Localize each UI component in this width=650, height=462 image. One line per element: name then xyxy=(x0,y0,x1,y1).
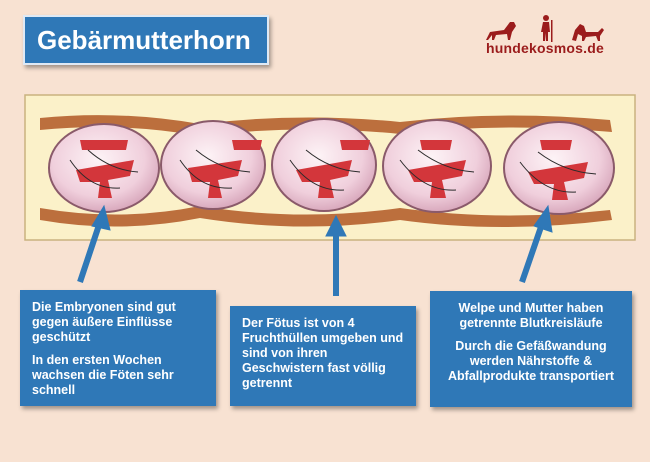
arrow-1 xyxy=(77,204,111,283)
info-text: Der Fötus ist von 4 Fruchthüllen umgeben… xyxy=(242,316,404,390)
uterine-wall-bottom xyxy=(40,206,612,227)
embryo-sac-5 xyxy=(503,121,615,215)
info-text: Welpe und Mutter haben getrennte Blutkre… xyxy=(458,301,604,330)
embryo-sac-2 xyxy=(160,120,266,210)
info-text: In den ersten Wochen wachsen die Föten s… xyxy=(32,353,174,397)
arrow-2 xyxy=(325,214,347,296)
embryo-sac-1 xyxy=(48,123,160,213)
embryo-sac-4 xyxy=(382,119,492,213)
info-text: Durch die Gefäßwandung werden Nährstoffe… xyxy=(448,339,614,383)
logo-text: hundekosmos.de xyxy=(486,40,604,56)
page-title: Gebärmutterhorn xyxy=(23,15,269,65)
info-box-circulation: Welpe und Mutter haben getrennte Blutkre… xyxy=(430,291,632,407)
embryo-sac-3 xyxy=(271,118,377,212)
info-text: Die Embryonen sind gut gegen äußere Einf… xyxy=(32,300,176,344)
info-box-embryos: Die Embryonen sind gut gegen äußere Einf… xyxy=(20,290,216,406)
logo-dogs-icon xyxy=(486,15,604,42)
title-text: Gebärmutterhorn xyxy=(37,24,251,55)
info-box-fetus: Der Fötus ist von 4 Fruchthüllen umgeben… xyxy=(230,306,416,406)
arrow-3 xyxy=(519,204,553,283)
